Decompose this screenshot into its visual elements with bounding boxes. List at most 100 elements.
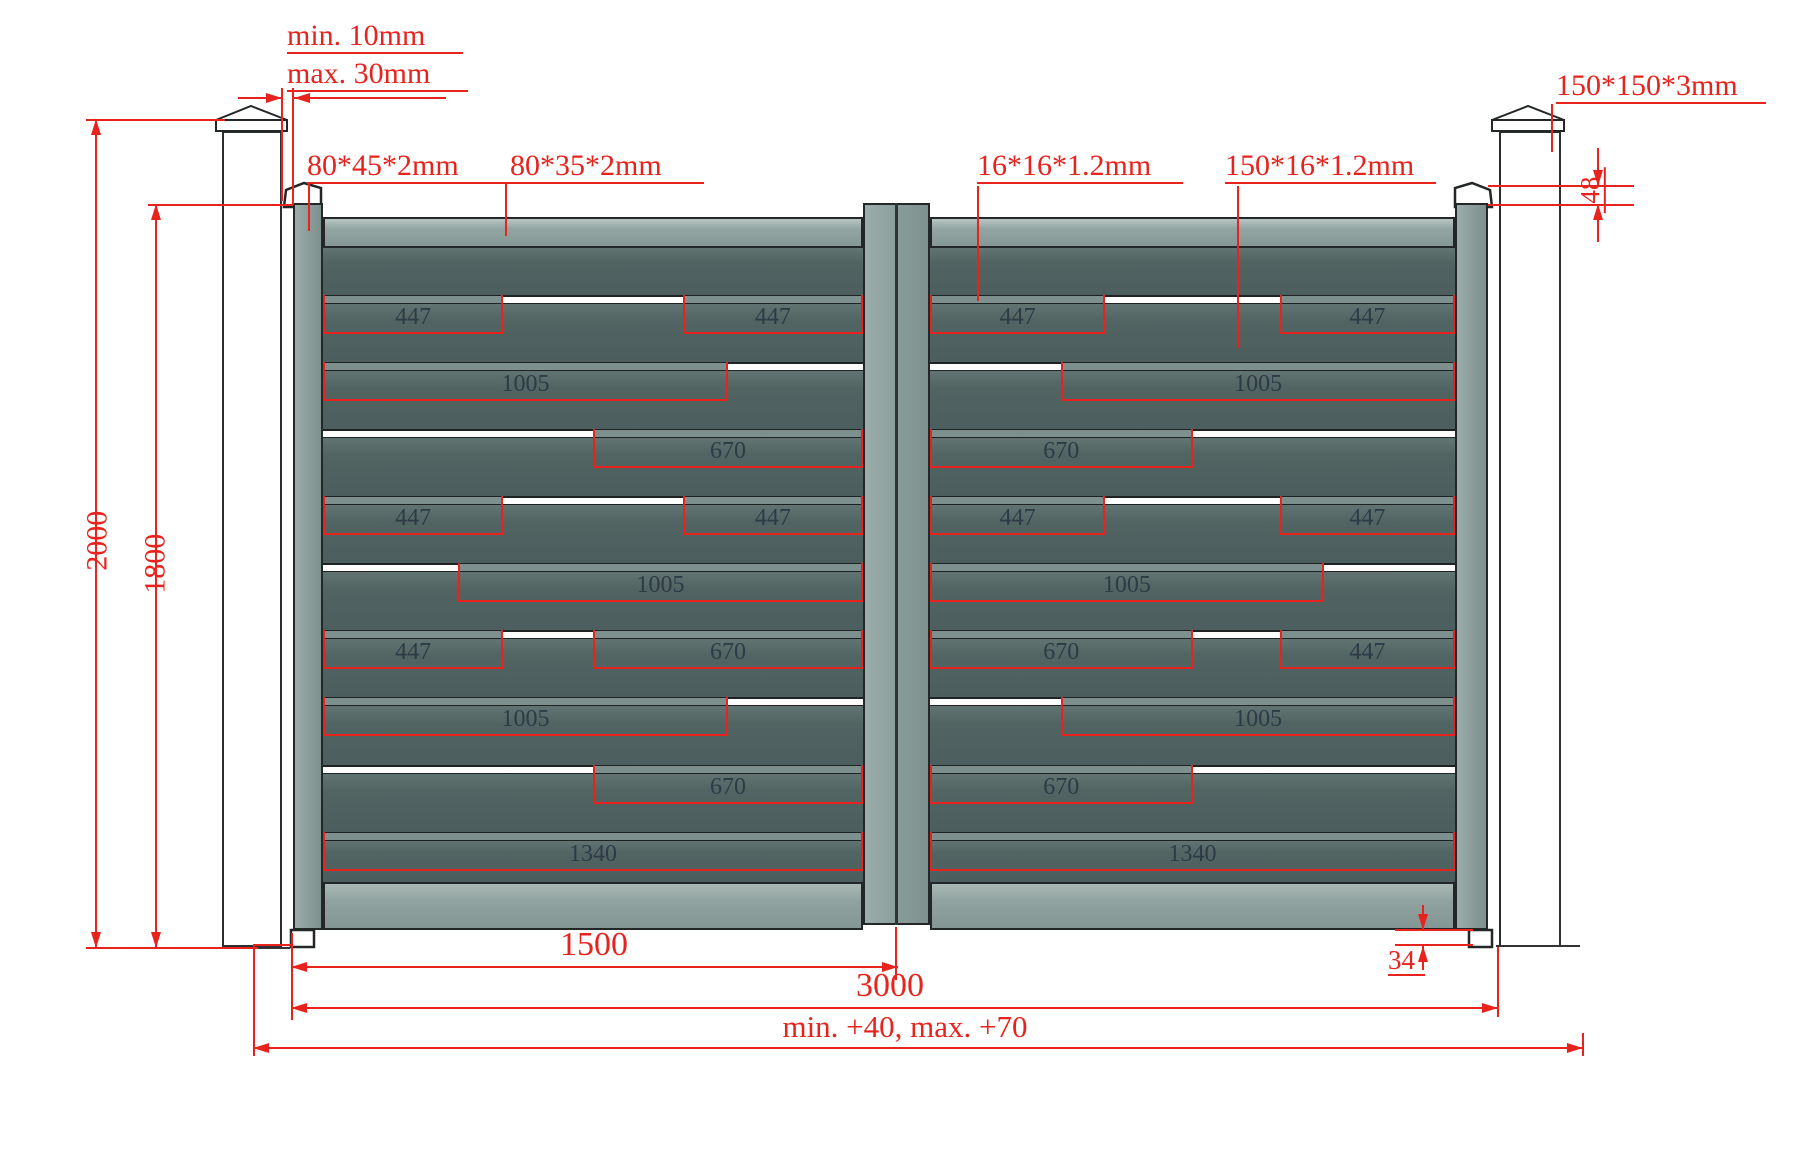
left-leaf-dim-bracket-left — [682, 496, 685, 535]
right-leaf-dim-bracket-right — [1453, 362, 1455, 401]
right-leaf-dim-label: 447 — [1349, 639, 1386, 665]
right-leaf-groove — [930, 697, 1455, 706]
ext-center-line — [895, 927, 897, 980]
top-rail-profile-label: 80*35*2mm — [510, 150, 704, 184]
left-leaf-dim-bracket-right — [861, 832, 863, 871]
left-leaf-dim-line — [323, 399, 728, 401]
left-post — [222, 131, 282, 947]
right-leaf-dim-line — [930, 332, 1106, 334]
left-leaf-dim-bracket-right — [501, 496, 504, 535]
right-leaf-dim-label: 1340 — [1168, 841, 1217, 867]
left-leaf-dim-line — [323, 332, 504, 334]
right-leaf-dim-bracket-left — [930, 563, 932, 602]
left-leaf-top-rail — [323, 217, 863, 248]
right-leaf-dim-bracket-left — [1279, 630, 1282, 669]
left-leaf-slat-gap — [728, 362, 863, 371]
right-leaf-dim-label: 1005 — [1102, 572, 1151, 598]
square-tube-profile-leader — [977, 186, 979, 301]
right-leaf-dim-bracket-right — [1321, 563, 1324, 602]
left-leaf-dim-bracket-left — [682, 295, 685, 334]
post-profile-label: 150*150*3mm — [1556, 70, 1766, 104]
right-leaf-dim-bracket-left — [930, 832, 932, 871]
right-leaf-dim-label: 1005 — [1234, 706, 1283, 732]
left-leaf-wheel — [289, 928, 316, 949]
left-leaf-dim-label: 670 — [710, 639, 746, 665]
left-leaf-dim-bracket-right — [861, 429, 863, 468]
gap-arrow-right — [266, 93, 282, 103]
dim-34-ref-top — [1395, 929, 1473, 931]
right-leaf-dim-bracket-left — [1279, 496, 1282, 535]
dim-34-label: 34 — [1388, 946, 1425, 977]
dim-34-arrow-down — [1418, 914, 1428, 930]
left-leaf-dim-bracket-left — [458, 563, 460, 602]
right-leaf-slat-gap — [1105, 496, 1280, 505]
right-leaf-dim-label: 670 — [1043, 774, 1080, 800]
left-leaf-dim-bracket-left — [323, 362, 325, 401]
right-leaf-top-rail — [930, 217, 1455, 248]
gap-max-label: max. 30mm — [287, 58, 469, 92]
dim-opening-line — [253, 1047, 1583, 1049]
dim-1800-arrow-top — [151, 204, 161, 220]
dim-2000-label: 2000 — [80, 510, 114, 571]
post-profile-leader — [1551, 104, 1553, 152]
left-leaf-dim-bracket-right — [501, 630, 504, 669]
left-leaf-groove — [323, 362, 863, 371]
right-leaf-groove — [930, 362, 1455, 371]
dims-ext-bottom — [86, 947, 258, 949]
dim-3000-label: 3000 — [856, 967, 924, 1004]
left-leaf-dim-label: 447 — [754, 505, 791, 531]
left-leaf-slat-gap — [323, 429, 593, 438]
right-leaf-dim-label: 447 — [999, 505, 1036, 531]
left-leaf-dim-label: 1340 — [569, 841, 617, 867]
dim-48-ref-bottom — [1488, 204, 1634, 206]
left-leaf-slat-gap — [503, 295, 683, 304]
left-leaf-dim-line — [323, 533, 504, 535]
left-leaf-dim-label: 447 — [395, 639, 432, 665]
left-leaf-dim-bracket-left — [323, 832, 325, 871]
gap-dim-line-left — [238, 97, 281, 99]
dim-1800-ext-top — [148, 204, 293, 206]
right-leaf-slat-gap — [1192, 765, 1455, 774]
dim-opening-arrow-right — [1567, 1043, 1583, 1053]
right-leaf-slat-gap — [1192, 429, 1455, 438]
left-leaf-groove — [323, 563, 863, 572]
left-leaf-dim-label: 1005 — [636, 572, 685, 598]
louver-profile-label: 150*16*1.2mm — [1225, 150, 1437, 184]
right-leaf-dim-line — [1279, 533, 1455, 535]
left-post-cap-bar — [215, 119, 288, 132]
left-leaf-slat-gap — [503, 630, 593, 639]
top-rail-profile-leader — [505, 184, 507, 236]
right-leaf-dim-label: 447 — [1349, 304, 1386, 330]
right-leaf-slat-gap — [1323, 563, 1455, 572]
right-leaf-dim-line — [930, 466, 1193, 468]
left-leaf-dim-line — [458, 600, 863, 602]
right-post-cap-bar — [1491, 119, 1565, 132]
right-leaf-slat-gap — [1192, 630, 1280, 639]
right-post-cap-peak — [1491, 104, 1565, 121]
square-tube-profile-label: 16*16*1.2mm — [977, 150, 1184, 184]
right-leaf-dim-label: 447 — [999, 304, 1036, 330]
frame-profile-leader — [308, 183, 310, 231]
left-leaf-slat-row — [323, 841, 863, 882]
left-leaf-dim-line — [593, 466, 863, 468]
left-leaf-dim-line — [682, 332, 863, 334]
gap-dim-line-right — [294, 97, 446, 99]
left-leaf-dim-line — [682, 533, 863, 535]
gap-min-label: min. 10mm — [287, 20, 464, 54]
left-leaf-dim-label: 1005 — [501, 371, 550, 397]
left-leaf-dim-label: 670 — [710, 438, 746, 464]
dim-1800-arrow-bottom — [151, 932, 161, 948]
gap-ext-line-stile — [292, 88, 294, 205]
left-leaf-dim-line — [593, 802, 863, 804]
left-leaf-dim-bracket-left — [593, 630, 595, 669]
left-leaf-dim-label: 447 — [395, 304, 432, 330]
left-leaf-dim-bracket-left — [323, 697, 325, 736]
right-leaf-dim-line — [930, 533, 1106, 535]
right-leaf-dim-bracket-left — [1061, 362, 1064, 401]
left-leaf-dim-bracket-left — [323, 295, 325, 334]
right-leaf-dim-bracket-left — [1061, 697, 1064, 736]
right-leaf-dim-bracket-left — [930, 496, 932, 535]
ext-left-leaf-edge — [291, 933, 293, 1020]
dim-3000-line — [291, 1007, 1498, 1009]
